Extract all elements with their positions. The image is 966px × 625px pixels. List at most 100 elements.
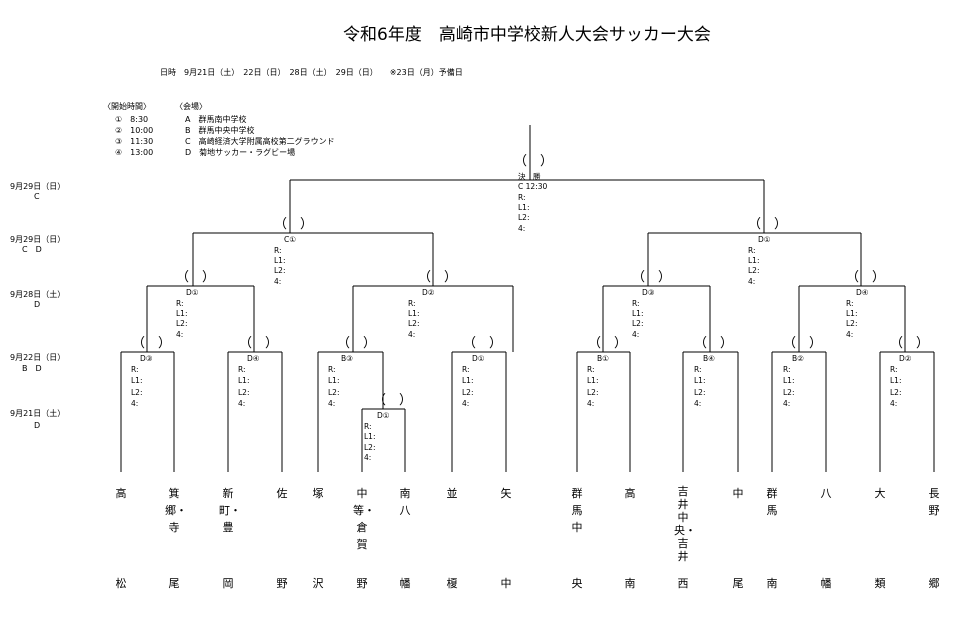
team-name-top: 高 bbox=[115, 487, 127, 500]
qf3-l2: L2: bbox=[632, 319, 644, 328]
r0-4: 4: bbox=[364, 453, 372, 462]
qf3-4: 4: bbox=[632, 330, 640, 339]
team-name-top: 群馬中 bbox=[571, 487, 583, 534]
round-qf-date: 9月28日（土） bbox=[10, 290, 66, 299]
round-qf-venue: D bbox=[34, 300, 41, 309]
team-name-top: 中 bbox=[732, 487, 744, 500]
semi-right-l2: L2: bbox=[748, 266, 760, 275]
qf1-match: D① bbox=[186, 288, 199, 297]
schedule-line: 日時 9月21日（土） 22日（日） 28日（土） 29日（日） ※23日（月）… bbox=[160, 68, 463, 77]
qf1-l1: L1: bbox=[176, 309, 188, 318]
final-score-paren: （ ） bbox=[514, 154, 554, 169]
r1-3-l1: L1: bbox=[328, 376, 340, 385]
qf2-4: 4: bbox=[408, 330, 416, 339]
r1-5-match: B① bbox=[597, 354, 609, 363]
r1-7-match: B② bbox=[792, 354, 804, 363]
r1-5-l1: L1: bbox=[587, 376, 599, 385]
semi-left-match: C① bbox=[284, 235, 296, 244]
r1-8-l1: L1: bbox=[890, 376, 902, 385]
qf3-l1: L1: bbox=[632, 309, 644, 318]
r0-l1: L1: bbox=[364, 432, 376, 441]
legend-venue-c: C 高崎経済大学附属高校第二グラウンド bbox=[185, 137, 335, 146]
r0-paren: （ ） bbox=[373, 393, 413, 408]
semi-left-paren: （ ） bbox=[274, 217, 314, 232]
team-name-bottom: 野 bbox=[276, 577, 288, 590]
r1-1-r: R: bbox=[131, 365, 139, 374]
qf2-l1: L1: bbox=[408, 309, 420, 318]
r1-8-4: 4: bbox=[890, 399, 898, 408]
team-name-top: 吉井中央・吉井 bbox=[674, 485, 696, 563]
team-name-bottom: 岡 bbox=[222, 577, 234, 590]
r1-3-l2: L2: bbox=[328, 388, 340, 397]
semi-right-l1: L1: bbox=[748, 256, 760, 265]
r1-8-paren: （ ） bbox=[890, 336, 930, 351]
r1-8-match: D② bbox=[899, 354, 912, 363]
team-name-bottom: 尾 bbox=[732, 577, 744, 590]
team-name-bottom: 沢 bbox=[312, 577, 324, 590]
page-title: 令和6年度 高崎市中学校新人大会サッカー大会 bbox=[343, 25, 711, 45]
r1-1-4: 4: bbox=[131, 399, 139, 408]
qf4-l2: L2: bbox=[846, 319, 858, 328]
r1-6-paren: （ ） bbox=[694, 336, 734, 351]
team-name-top: 並 bbox=[446, 487, 458, 500]
team-name-bottom: 中 bbox=[500, 577, 512, 590]
team-name-bottom: 幡 bbox=[820, 577, 832, 590]
team-name-top: 中等・倉賀 bbox=[353, 487, 375, 551]
final-score-l2: L2: bbox=[518, 213, 530, 222]
r1-8-l2: L2: bbox=[890, 388, 902, 397]
r1-7-l1: L1: bbox=[783, 376, 795, 385]
r1-7-paren: （ ） bbox=[783, 336, 823, 351]
qf3-paren: （ ） bbox=[632, 270, 672, 285]
final-score-4: 4: bbox=[518, 224, 526, 233]
team-name-top: 長野 bbox=[928, 487, 940, 517]
r1-6-4: 4: bbox=[694, 399, 702, 408]
round-r1-venue: B D bbox=[22, 364, 42, 373]
qf4-4: 4: bbox=[846, 330, 854, 339]
r1-2-4: 4: bbox=[238, 399, 246, 408]
r1-6-r: R: bbox=[694, 365, 702, 374]
round-semi-venue: C D bbox=[22, 245, 42, 254]
legend-venue-d: D 菊地サッカー・ラグビー場 bbox=[185, 148, 296, 157]
team-name-top: 八 bbox=[820, 487, 832, 500]
r1-3-paren: （ ） bbox=[337, 336, 377, 351]
round-r0-venue: D bbox=[34, 421, 41, 430]
qf4-paren: （ ） bbox=[846, 270, 886, 285]
qf2-paren: （ ） bbox=[418, 270, 458, 285]
team-name-top: 大 bbox=[874, 487, 886, 500]
r1-4-paren: （ ） bbox=[463, 336, 503, 351]
r1-1-l2: L2: bbox=[131, 388, 143, 397]
legend-venue-header: 〈会場〉 bbox=[175, 102, 207, 111]
r0-r: R: bbox=[364, 422, 372, 431]
r1-1-l1: L1: bbox=[131, 376, 143, 385]
team-name-bottom: 郷 bbox=[928, 577, 940, 590]
final-score-r: R: bbox=[518, 193, 526, 202]
team-name-bottom: 西 bbox=[677, 577, 689, 590]
legend-venue-a: A 群馬南中学校 bbox=[185, 115, 247, 124]
qf1-l2: L2: bbox=[176, 319, 188, 328]
r1-4-4: 4: bbox=[462, 399, 470, 408]
r1-7-r: R: bbox=[783, 365, 791, 374]
qf1-r: R: bbox=[176, 299, 184, 308]
qf3-r: R: bbox=[632, 299, 640, 308]
r1-6-match: B④ bbox=[703, 354, 715, 363]
qf2-l2: L2: bbox=[408, 319, 420, 328]
round-semi-date: 9月29日（日） bbox=[10, 235, 66, 244]
semi-right-match: D① bbox=[758, 235, 771, 244]
r1-7-4: 4: bbox=[783, 399, 791, 408]
team-name-bottom: 幡 bbox=[399, 577, 411, 590]
r1-5-l2: L2: bbox=[587, 388, 599, 397]
final-score-l1: L1: bbox=[518, 203, 530, 212]
qf1-paren: （ ） bbox=[176, 270, 216, 285]
r1-1-match: D③ bbox=[140, 354, 153, 363]
legend-time-3: ③ 11:30 bbox=[115, 137, 154, 146]
legend-venue-b: B 群馬中央中学校 bbox=[185, 126, 255, 135]
r1-5-4: 4: bbox=[587, 399, 595, 408]
r1-4-match: D① bbox=[472, 354, 485, 363]
qf3-match: D③ bbox=[642, 288, 655, 297]
team-name-top: 箕郷・寺 bbox=[165, 487, 187, 534]
semi-left-l2: L2: bbox=[274, 266, 286, 275]
team-name-top: 矢 bbox=[500, 487, 512, 500]
legend-time-2: ② 10:00 bbox=[115, 126, 154, 135]
team-name-bottom: 尾 bbox=[168, 577, 180, 590]
team-name-top: 佐 bbox=[276, 487, 288, 500]
